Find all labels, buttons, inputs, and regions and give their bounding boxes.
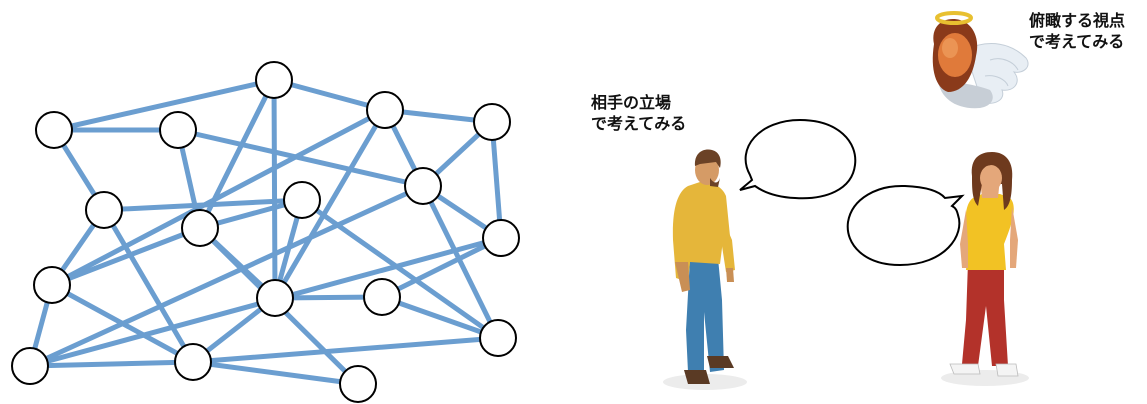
network-edge — [27, 359, 196, 369]
angel-figure — [932, 11, 1029, 109]
network-node — [339, 365, 377, 403]
network-node — [283, 181, 321, 219]
perspective-scene — [663, 11, 1029, 390]
network-node — [33, 266, 71, 304]
network-node — [85, 191, 123, 229]
network-node — [404, 167, 442, 205]
network-edge — [190, 359, 361, 387]
network-edge — [190, 335, 501, 365]
network-edge — [27, 183, 426, 369]
network-diagram — [11, 61, 520, 403]
network-node — [11, 347, 49, 385]
network-edge — [299, 197, 501, 341]
network-edge — [175, 127, 426, 189]
overhead-perspective-label-line2: で考えてみる — [1029, 32, 1125, 51]
network-edge — [101, 197, 305, 213]
speech-bubble-woman — [846, 184, 965, 267]
network-edge — [101, 207, 196, 365]
network-edge — [420, 183, 501, 341]
network-edge — [271, 77, 388, 113]
other-perspective-label-line1: 相手の立場 — [591, 93, 672, 112]
network-edge — [49, 282, 196, 365]
network-edge — [49, 225, 203, 288]
overhead-perspective-label-line1: 俯瞰する視点 — [1029, 11, 1126, 30]
network-edge — [489, 119, 504, 241]
speech-bubble-man — [739, 118, 857, 200]
network-node — [363, 278, 401, 316]
network-nodes — [11, 61, 520, 403]
network-node — [255, 61, 293, 99]
network-node — [473, 103, 511, 141]
network-edge — [379, 294, 501, 341]
network-node — [174, 343, 212, 381]
man-figure — [672, 149, 735, 384]
network-node — [256, 279, 294, 317]
other-perspective-label: 相手の立場 で考えてみる — [591, 92, 686, 134]
network-node — [35, 111, 73, 149]
network-node — [366, 91, 404, 129]
woman-figure — [949, 152, 1019, 377]
network-edge — [271, 77, 278, 301]
network-edge — [51, 77, 277, 133]
network-edge — [49, 107, 388, 288]
overhead-perspective-label: 俯瞰する視点 で考えてみる — [1029, 10, 1125, 52]
network-node — [159, 111, 197, 149]
network-edge — [272, 107, 388, 301]
network-edges — [27, 77, 504, 387]
network-node — [479, 319, 517, 357]
other-perspective-label-line2: で考えてみる — [591, 114, 687, 133]
network-node — [482, 219, 520, 257]
network-edge — [379, 235, 504, 300]
network-node — [181, 209, 219, 247]
